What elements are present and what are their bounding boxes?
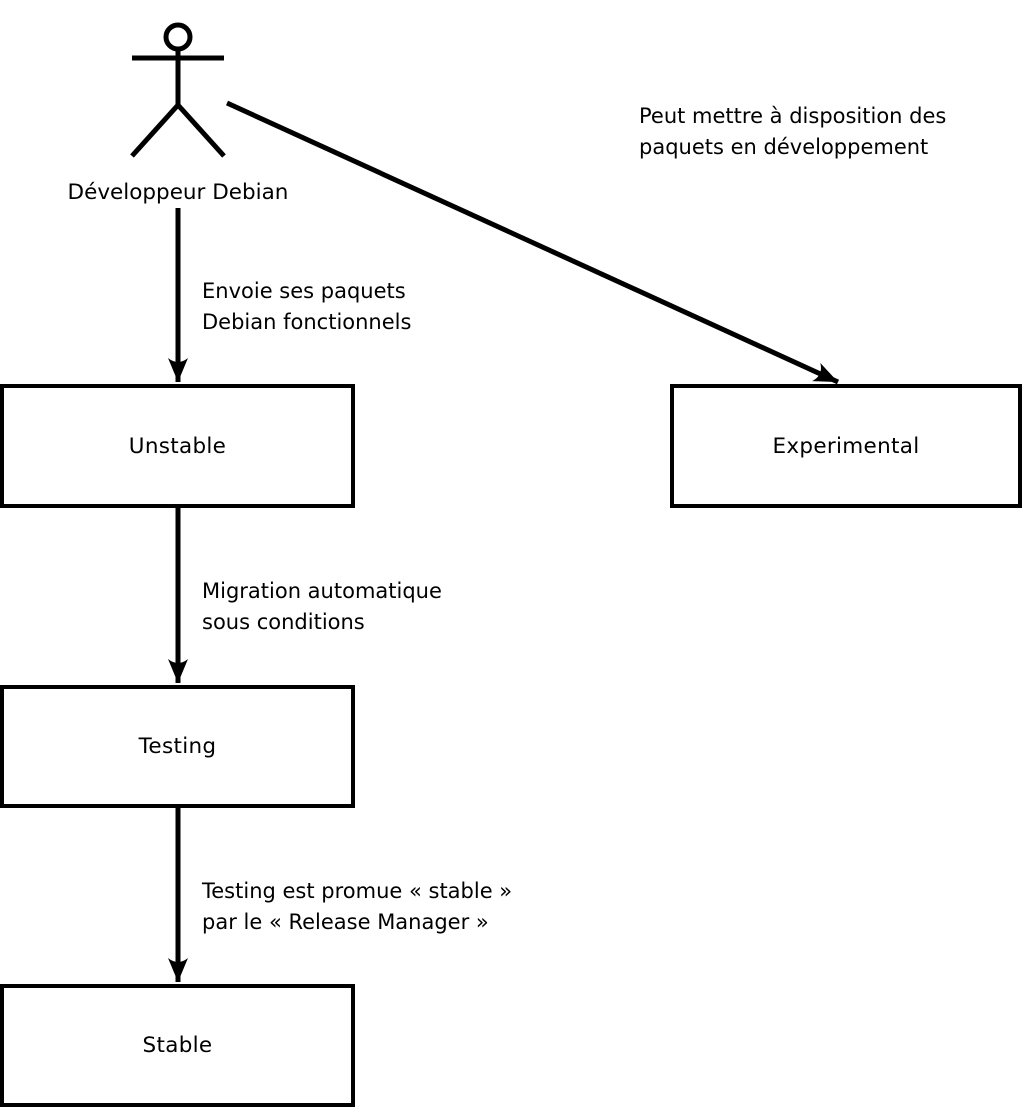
edge-label-line: Migration automatique <box>202 579 442 603</box>
node-experimental-label: Experimental <box>772 433 920 459</box>
edge-label-unstable-to-testing: Migration automatique sous conditions <box>202 576 442 638</box>
edge-label-line: Peut mettre à disposition des <box>639 104 947 128</box>
arrow-dev-to-experimental <box>225 100 840 385</box>
edge-label-testing-to-stable: Testing est promue « stable » par le « R… <box>202 876 512 938</box>
node-experimental: Experimental <box>670 384 1022 508</box>
edge-label-dev-to-unstable: Envoie ses paquets Debian fonctionnels <box>202 276 411 338</box>
node-stable-label: Stable <box>142 1033 213 1058</box>
actor-label: Développeur Debian <box>67 180 289 205</box>
node-testing-label: Testing <box>138 734 217 759</box>
node-stable: Stable <box>0 984 355 1107</box>
edge-label-line: par le « Release Manager » <box>202 910 489 934</box>
edge-label-dev-to-experimental: Peut mettre à disposition des paquets en… <box>639 101 946 163</box>
edge-label-line: Envoie ses paquets <box>202 279 406 303</box>
stick-figure-icon <box>130 22 226 158</box>
node-testing: Testing <box>0 685 355 808</box>
node-unstable-label: Unstable <box>128 433 227 459</box>
edge-label-line: Debian fonctionnels <box>202 310 412 334</box>
edge-label-line: sous conditions <box>202 610 365 634</box>
node-unstable: Unstable <box>0 384 355 508</box>
edge-label-line: Testing est promue « stable » <box>202 879 513 903</box>
edge-label-line: paquets en développement <box>639 135 929 159</box>
